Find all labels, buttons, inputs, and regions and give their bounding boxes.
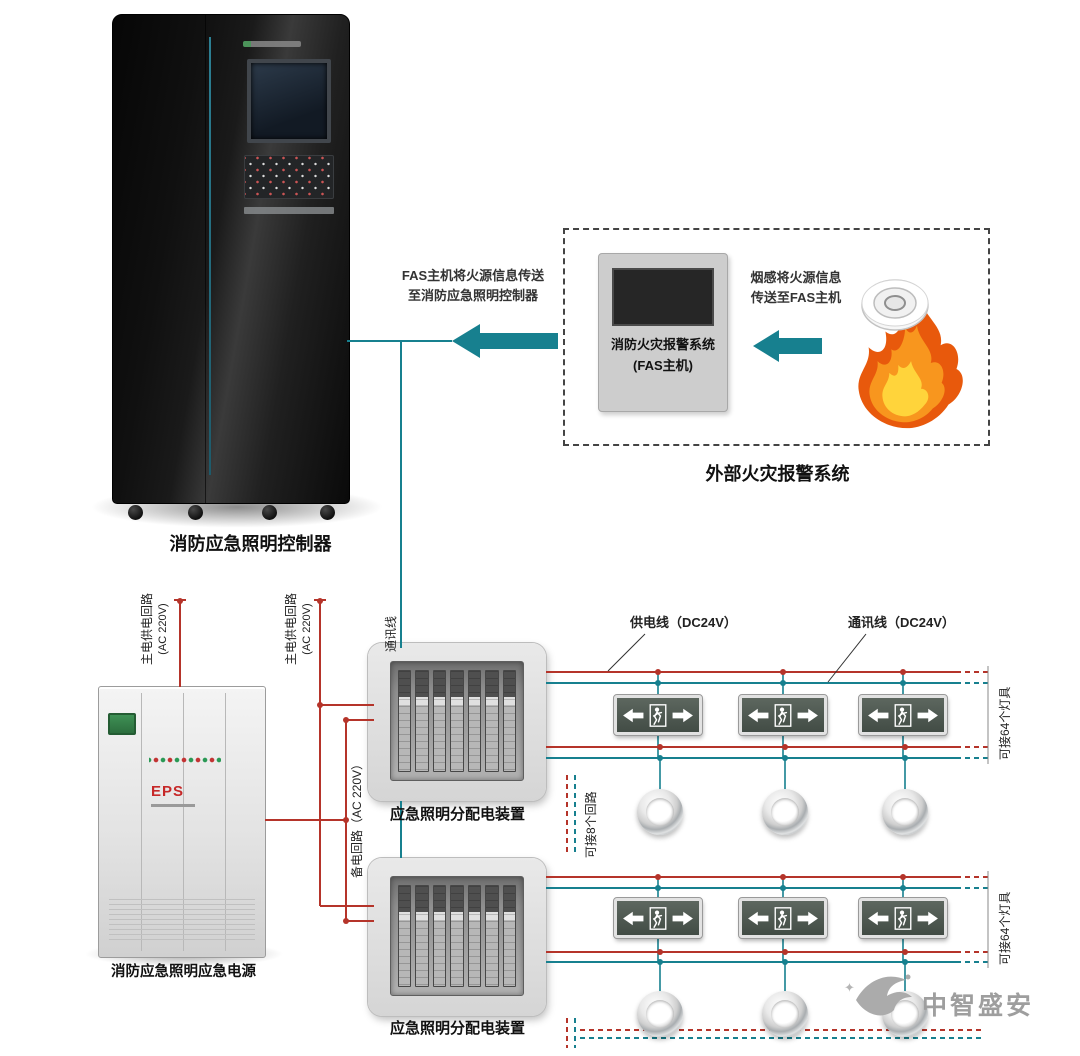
exit-sign — [738, 897, 828, 939]
fas-title-line2: (FAS主机) — [633, 357, 693, 373]
main-power-label-2: 主电供电回路 (AC 220V) — [284, 586, 314, 672]
flow-to-fas-line1: 烟感将火源信息 — [750, 270, 842, 285]
flow-to-controller-text: FAS主机将火源信息传送 至消防应急照明控制器 — [388, 266, 558, 306]
exit-sign — [738, 694, 828, 736]
supply-dc-label: 供电线（DC24V） — [630, 615, 737, 630]
exit-sign-icon — [618, 699, 698, 732]
eps-door-divider — [225, 693, 226, 951]
watermark-text: 中智盛安 — [922, 992, 1035, 1020]
comm-dc-label: 通讯线（DC24V） — [848, 615, 955, 630]
main-power-2-line1: 主电供电回路 — [284, 593, 298, 666]
fas-host-unit: 消防火灾报警系统 (FAS主机) — [598, 253, 728, 412]
downlight — [637, 789, 683, 835]
circuit-module — [398, 670, 412, 772]
watermark: ✦ 中智盛安 — [840, 968, 1076, 1042]
external-system-label: 外部火灾报警系统 — [705, 464, 850, 484]
cabinet-wheel — [262, 505, 277, 520]
cabinet-label-strip — [244, 207, 334, 214]
downlight — [882, 789, 928, 835]
main-power-2-line2: (AC 220V) — [300, 603, 313, 655]
lamps-capacity-label-2: 可接64个灯具 — [998, 891, 1012, 965]
main-power-1-line1: 主电供电回路 — [140, 593, 154, 666]
circuit-module — [467, 885, 482, 987]
smoke-detector-icon — [860, 278, 930, 334]
circuit-module — [467, 670, 482, 772]
cabinet-body — [112, 14, 350, 504]
eps-door-divider — [183, 693, 184, 951]
circuit-module — [485, 885, 499, 987]
eps-vent-grille — [109, 899, 255, 943]
flow-to-controller-line1: FAS主机将火源信息传送 — [401, 268, 545, 283]
cabinet-wheel — [188, 505, 203, 520]
exit-sign-icon — [743, 699, 823, 732]
exit-sign — [858, 694, 948, 736]
downlight — [637, 991, 683, 1037]
cabinet-door-seam — [205, 15, 206, 503]
backup-circuit-label: 备电回路（AC 220V） — [350, 757, 364, 878]
cabinet-control-panel — [244, 155, 334, 199]
eps-badge: EPS — [151, 783, 185, 800]
flow-to-controller-line2: 至消防应急照明控制器 — [407, 288, 538, 304]
main-power-label-1: 主电供电回路 (AC 220V) — [140, 586, 170, 672]
lighting-controller-cabinet — [90, 14, 384, 528]
circuits-capacity-label: 可接8个回路 — [584, 791, 598, 858]
circuit-module — [502, 670, 516, 772]
distribution-2-label: 应急照明分配电装置 — [390, 1020, 526, 1037]
flow-to-fas-text: 烟感将火源信息 传送至FAS主机 — [740, 268, 852, 308]
controller-label: 消防应急照明控制器 — [169, 534, 332, 554]
circuit-module — [415, 670, 429, 772]
bird-logo-icon — [856, 974, 912, 1016]
circuit-module — [398, 885, 412, 987]
cabinet-wheel — [320, 505, 335, 520]
eps-body: EPS — [98, 686, 266, 958]
fire-flame-icon — [845, 292, 985, 442]
downlight — [762, 991, 808, 1037]
exit-sign-icon — [618, 902, 698, 935]
eps-label: 消防应急照明应急电源 — [111, 964, 256, 980]
cabinet-brand-logo — [243, 41, 301, 47]
arrow-to-controller-icon — [452, 324, 558, 358]
exit-sign-icon — [863, 699, 943, 732]
cabinet-display — [247, 59, 331, 143]
distribution-box-1 — [368, 643, 546, 801]
eps-cabinet: EPS — [84, 686, 284, 967]
circuit-module — [450, 885, 464, 987]
eps-badge-subtext — [151, 804, 195, 807]
eps-door-divider — [141, 693, 142, 951]
exit-sign — [613, 694, 703, 736]
main-power-1-line2: (AC 220V) — [156, 603, 169, 655]
fas-display — [612, 268, 714, 326]
exit-sign — [613, 897, 703, 939]
lamps-capacity-label-1: 可接64个灯具 — [998, 686, 1012, 760]
fas-title-line1: 消防火灾报警系统 — [610, 337, 715, 352]
flow-to-fas-line2: 传送至FAS主机 — [750, 290, 842, 306]
exit-sign-icon — [863, 902, 943, 935]
comm-line-label: 通讯线 — [384, 615, 398, 652]
eps-indicators — [149, 757, 221, 763]
cabinet-wheel — [128, 505, 143, 520]
exit-sign — [858, 897, 948, 939]
label-pointer-lines — [607, 633, 867, 683]
module-panel — [390, 876, 524, 996]
downlight — [762, 789, 808, 835]
circuit-module — [450, 670, 464, 772]
exit-sign-icon — [743, 902, 823, 935]
circuit-module — [432, 670, 447, 772]
module-panel — [390, 661, 524, 781]
eps-display — [108, 713, 136, 735]
distribution-1-label: 应急照明分配电装置 — [390, 806, 526, 823]
external-alarm-system-box — [563, 228, 990, 446]
distribution-box-2 — [368, 858, 546, 1016]
cabinet-edge-light — [209, 37, 211, 475]
circuit-module — [432, 885, 447, 987]
circuit-module — [485, 670, 499, 772]
circuit-module — [415, 885, 429, 987]
circuit-module — [502, 885, 516, 987]
